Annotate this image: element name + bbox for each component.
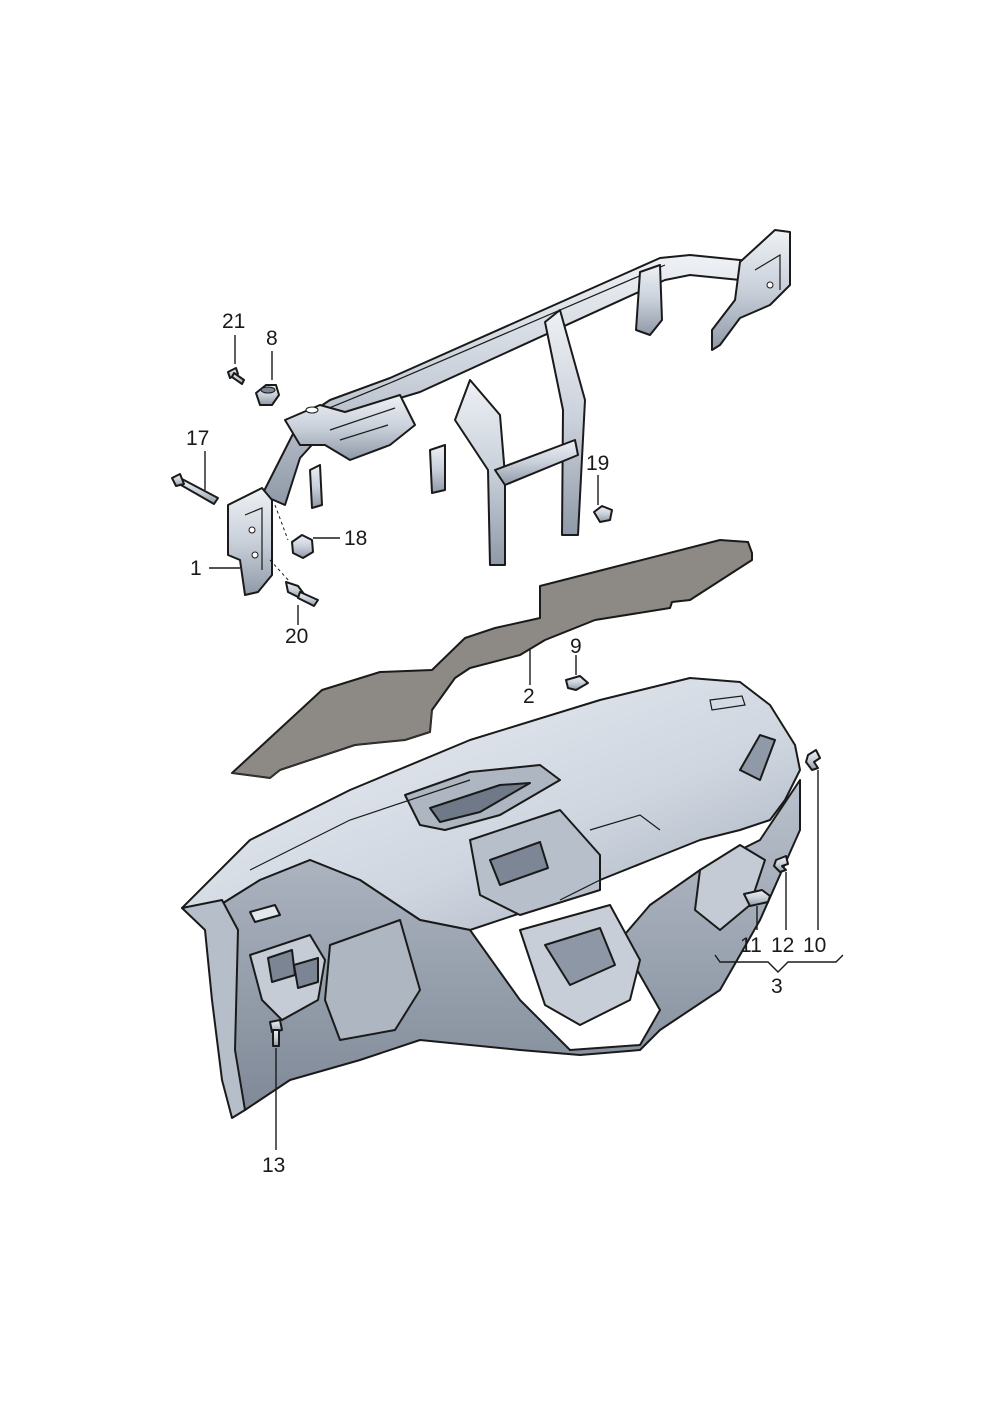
callout-21: 21 (222, 310, 245, 333)
part-9-clip (565, 675, 589, 691)
callout-18: 18 (344, 527, 367, 550)
part-19-screw (593, 505, 613, 523)
part-11-clip (743, 889, 771, 907)
callout-20: 20 (285, 625, 308, 648)
part-10-clip (805, 749, 821, 771)
insulation-pad (231, 539, 753, 779)
callout-10: 10 (803, 934, 826, 957)
callout-1: 1 (190, 557, 202, 580)
callout-19: 19 (586, 452, 609, 475)
callout-12: 12 (771, 934, 794, 957)
callout-3: 3 (771, 975, 783, 998)
callout-2: 2 (523, 685, 535, 708)
leader-lines (204, 335, 844, 1150)
part-12-clip (773, 855, 789, 873)
part-20-bolt (285, 581, 319, 607)
part-13-screw (269, 1019, 283, 1047)
part-21-screw (227, 367, 245, 385)
cross-member-beam (227, 229, 791, 596)
part-8-clip (255, 384, 280, 406)
part-18-nut (291, 534, 314, 559)
callout-13: 13 (262, 1154, 285, 1177)
callout-17: 17 (186, 427, 209, 450)
part-17-stud (171, 473, 219, 505)
callout-11: 11 (740, 934, 762, 957)
callout-9: 9 (570, 635, 582, 658)
callout-8: 8 (266, 327, 278, 350)
callout-labels: 21 8 17 19 18 1 20 9 2 11 12 10 3 13 (186, 310, 826, 1177)
